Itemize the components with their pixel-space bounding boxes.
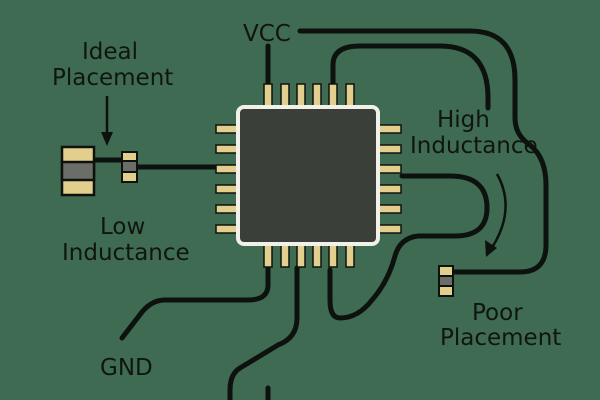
- bottom-trace: [227, 265, 300, 400]
- ic-pin-bottom-2: [280, 242, 290, 268]
- ic-pin-top-4: [312, 83, 322, 109]
- ic-pin-top-2: [280, 83, 290, 109]
- gnd-label: GND: [100, 355, 153, 381]
- vcc-label: VCC: [243, 21, 291, 47]
- poor-placement-line2: Placement: [440, 325, 561, 351]
- low-inductance-line2: Inductance: [62, 240, 190, 266]
- vcc-trace: [297, 28, 549, 275]
- ideal-placement-line2: Placement: [52, 65, 173, 91]
- ideal-arrow: [101, 96, 113, 146]
- ic-pin-right-6: [376, 224, 402, 234]
- ic-pin-bottom-3: [296, 242, 306, 268]
- poor-placement-line1: Poor: [472, 300, 523, 326]
- ic-pin-bottom-6: [345, 242, 355, 268]
- ic-pin-right-2: [376, 144, 402, 154]
- traces: [92, 28, 549, 400]
- ic-pin-bottom-4: [312, 242, 322, 268]
- poor-arrow: [485, 173, 507, 257]
- ic-pin-top-1: [263, 83, 273, 109]
- ic-pin-bottom-5: [328, 242, 338, 268]
- ic-pin-top-6: [345, 83, 355, 109]
- ic-pin-right-3: [376, 164, 402, 174]
- high-inductance-loop: [330, 43, 491, 111]
- ic-pin-bottom-1: [263, 242, 273, 268]
- high-inductance-line1: High: [437, 107, 490, 133]
- gnd-trace: [119, 265, 271, 341]
- ideal-capacitor: [60, 145, 96, 197]
- poor-decap-return-trace: [327, 173, 490, 321]
- ic-chip: [236, 105, 380, 246]
- ideal-placement-line1: Ideal: [82, 39, 138, 65]
- ic-pin-top-3: [296, 83, 306, 109]
- ic-pin-right-5: [376, 204, 402, 214]
- ic-pin-top-5: [328, 83, 338, 109]
- high-inductance-line2: Inductance: [410, 133, 538, 159]
- ideal-decap-trace: [92, 157, 225, 170]
- ic-pin-right-4: [376, 184, 402, 194]
- low-inductance-line1: Low: [100, 214, 145, 240]
- ic-pin-right-1: [376, 124, 402, 134]
- poor-capacitor: [438, 265, 454, 297]
- low-inductance-capacitor: [121, 151, 138, 183]
